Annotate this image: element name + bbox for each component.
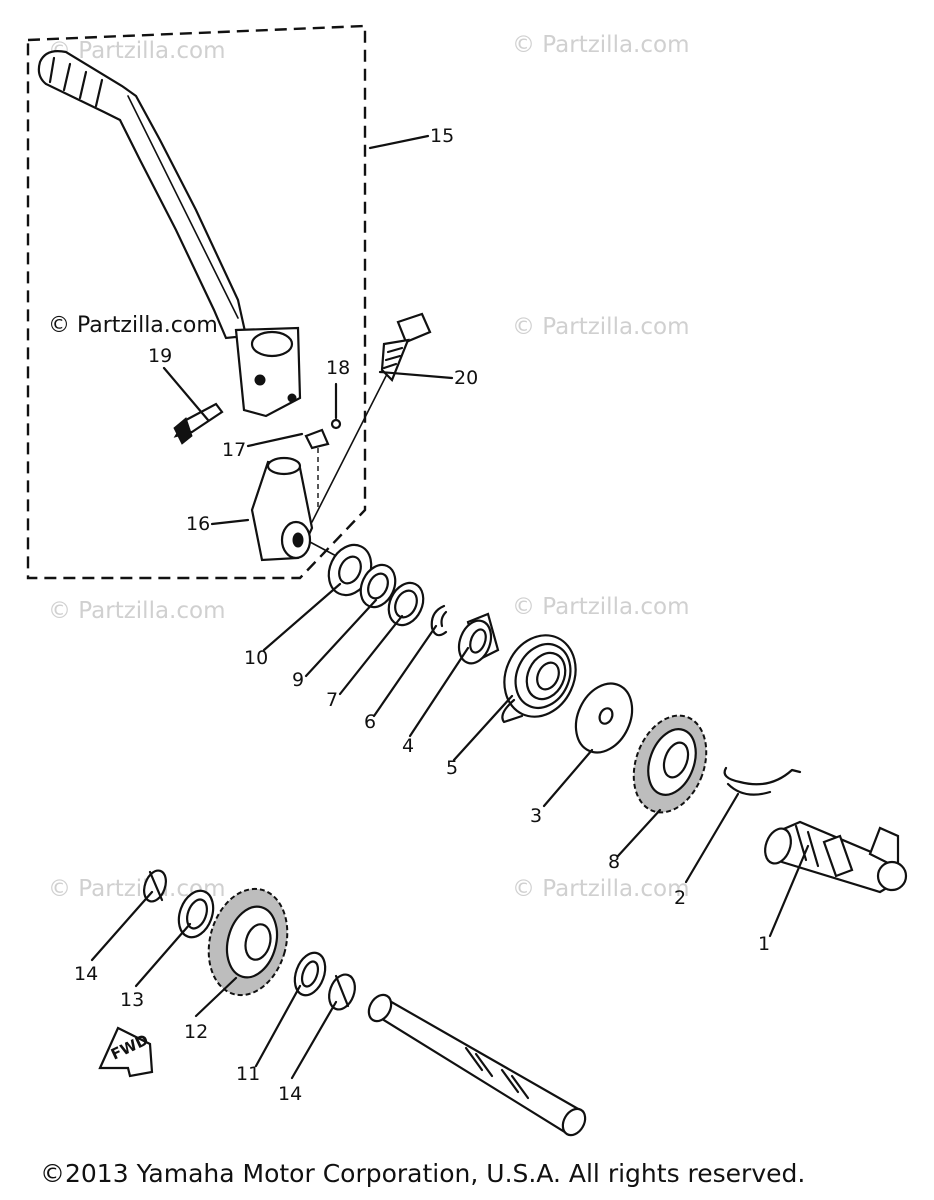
callout-17: 17 (222, 439, 246, 461)
callout-13: 13 (120, 989, 144, 1011)
fwd-arrow-icon: FWD (98, 1026, 154, 1078)
clip-part-2 (723, 766, 802, 786)
callout-7: 7 (326, 689, 338, 711)
copyright-notice: ©2013 Yamaha Motor Corporation, U.S.A. A… (40, 1159, 805, 1188)
callout-10: 10 (244, 647, 268, 669)
callout-5: 5 (446, 757, 458, 779)
spring-part-5 (501, 634, 577, 724)
circlip-part-14-second (328, 973, 356, 1011)
callout-12: 12 (184, 1021, 208, 1043)
boss-part-16 (250, 456, 314, 562)
callout-16: 16 (186, 513, 210, 535)
pin-head (330, 418, 342, 430)
callout-6: 6 (364, 711, 376, 733)
watermark: © Partzilla.com (48, 598, 226, 624)
washer-part-11 (293, 951, 327, 997)
callout-8: 8 (608, 851, 620, 873)
bolt-part-20 (380, 312, 432, 382)
callout-20: 20 (454, 367, 478, 389)
callout-19: 19 (148, 345, 172, 367)
kick-axle-part-1 (764, 820, 908, 894)
callout-15: 15 (430, 125, 454, 147)
callout-14: 14 (74, 963, 98, 985)
callout-18: 18 (326, 357, 350, 379)
gear-part-12 (207, 887, 289, 997)
circlip-part-6 (430, 604, 448, 637)
bolt-part-19 (173, 402, 224, 445)
kick-pedal-part (37, 50, 302, 418)
washer-part-3 (574, 682, 634, 754)
watermark: © Partzilla.com (512, 314, 690, 340)
callout-14-second: 14 (278, 1083, 302, 1105)
gear-part-8 (632, 714, 708, 814)
leader-lines (90, 134, 810, 1080)
callout-3: 3 (530, 805, 542, 827)
callout-11: 11 (236, 1063, 260, 1085)
callout-2: 2 (674, 887, 686, 909)
watermark-dark: © Partzilla.com (48, 313, 218, 338)
washer-part-9 (359, 563, 397, 609)
callout-4: 4 (402, 735, 414, 757)
watermark: © Partzilla.com (512, 32, 690, 58)
clip-part-2-arm (726, 782, 772, 796)
callout-1: 1 (758, 933, 770, 955)
callout-9: 9 (292, 669, 304, 691)
kick-idle-shaft (367, 993, 587, 1137)
collar-part-4 (457, 612, 500, 665)
assembly-box-15 (26, 24, 367, 580)
watermark: © Partzilla.com (512, 876, 690, 902)
guide-line (311, 375, 387, 523)
watermark: © Partzilla.com (512, 594, 690, 620)
screw-part-17 (304, 428, 330, 450)
